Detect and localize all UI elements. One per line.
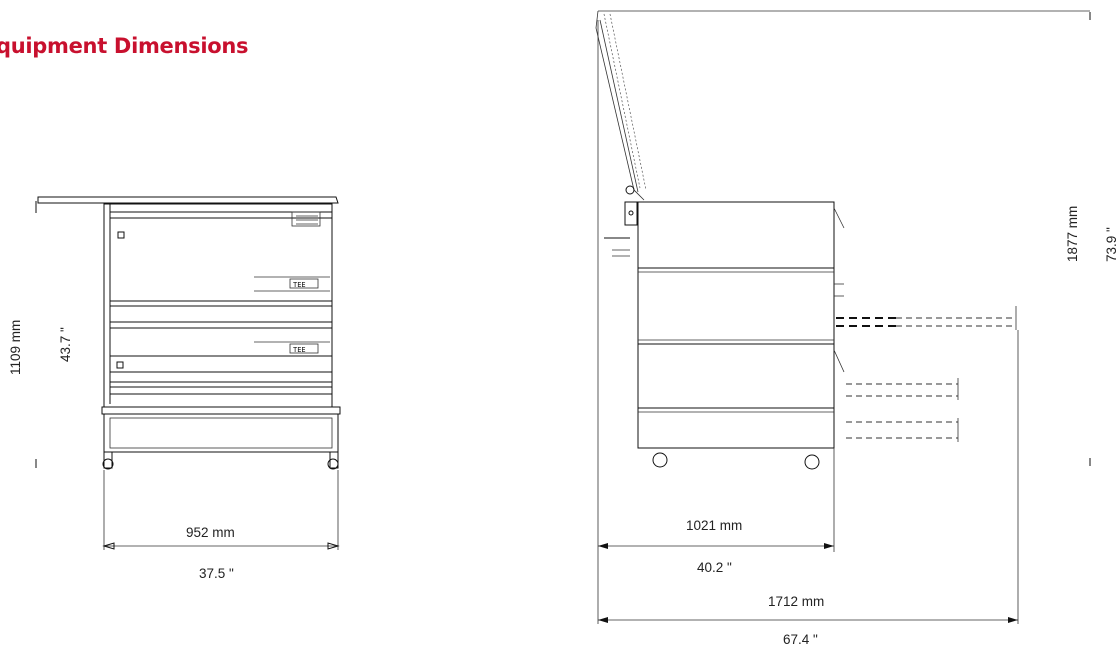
- front-view: TEE TEE: [8, 196, 341, 581]
- side-view: 1877 mm 73.9 " 1021 mm 40.2 " 1712 mm 67…: [595, 10, 1119, 647]
- side-height-in: 73.9 ": [1104, 227, 1119, 262]
- side-height-mm: 1877 mm: [1065, 206, 1080, 262]
- front-width-mm: 952 mm: [186, 525, 235, 540]
- side-open-lid: [595, 10, 647, 201]
- front-oven-upper: TEE: [110, 211, 332, 307]
- side-open-depth-in: 67.4 ": [783, 632, 818, 647]
- front-height-mm: 1109 mm: [8, 320, 23, 375]
- side-extended-trays: [836, 306, 1017, 442]
- side-cabinet: [637, 201, 845, 449]
- front-oven-middle: TEE: [110, 321, 332, 395]
- front-width-in: 37.5 ": [199, 566, 234, 581]
- side-caster-front: [652, 452, 668, 468]
- front-caster-right: [327, 458, 339, 470]
- side-depth-mm: 1021 mm: [686, 518, 742, 533]
- side-hinge: [604, 185, 638, 257]
- page-title: quipment Dimensions: [0, 34, 249, 58]
- front-caster-left: [102, 458, 114, 470]
- panel-b-label: TEE: [293, 346, 306, 354]
- side-depth-in: 40.2 ": [697, 560, 732, 575]
- front-height-in: 43.7 ": [58, 327, 73, 362]
- front-lid: [37, 196, 339, 204]
- panel-a-label: TEE: [293, 281, 306, 289]
- side-caster-rear: [804, 454, 820, 470]
- front-stand: [101, 406, 341, 470]
- side-open-depth-mm: 1712 mm: [768, 594, 824, 609]
